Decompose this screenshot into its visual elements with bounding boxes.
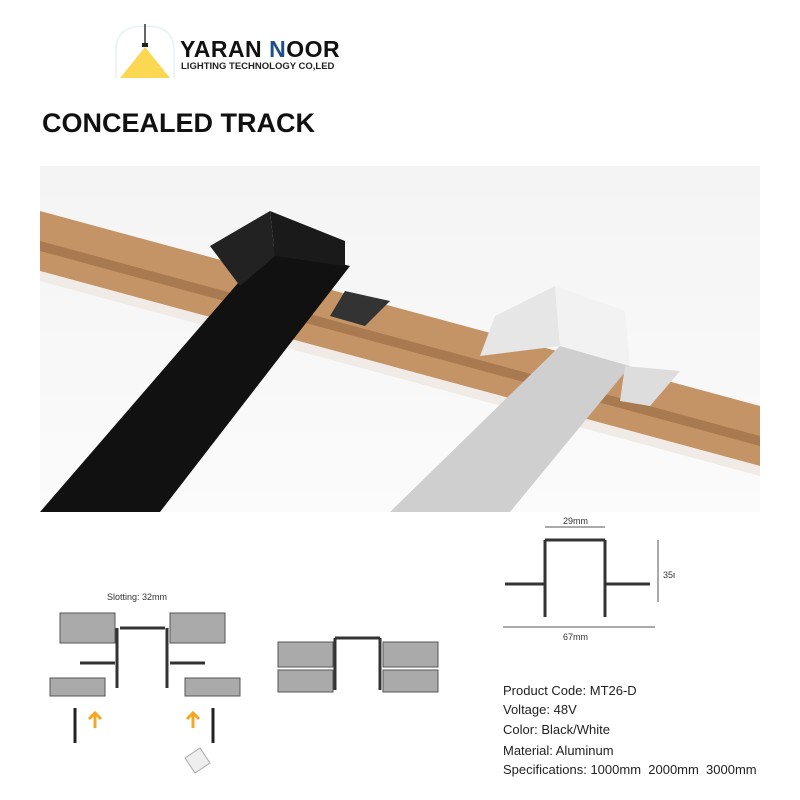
profile-dimension-diagram: 29mm 35mm 67mm bbox=[503, 516, 675, 642]
page-title: CONCEALED TRACK bbox=[42, 108, 315, 138]
installed-diagram bbox=[277, 636, 439, 693]
svg-text:35mm: 35mm bbox=[663, 570, 675, 580]
svg-text:Slotting: 32mm: Slotting: 32mm bbox=[107, 592, 167, 602]
svg-text:29mm: 29mm bbox=[563, 516, 588, 526]
lamp-logo-icon bbox=[115, 24, 175, 78]
installation-diagram: Slotting: 32mm bbox=[49, 592, 241, 774]
spec-voltage: Voltage: 48V bbox=[503, 702, 577, 717]
svg-text:67mm: 67mm bbox=[563, 632, 588, 642]
arrow-up-icon bbox=[87, 710, 103, 728]
spec-specifications: Specifications: 1000mm 2000mm 3000mm bbox=[503, 762, 757, 777]
brand-name: YARAN NOOR bbox=[180, 36, 341, 62]
brand-tagline: LIGHTING TECHNOLOGY CO,LED bbox=[181, 61, 335, 72]
product-photo bbox=[40, 166, 760, 512]
spec-material: Material: Aluminum bbox=[503, 743, 614, 758]
spec-product-code: Product Code: MT26-D bbox=[503, 683, 637, 698]
spec-color: Color: Black/White bbox=[503, 722, 610, 737]
